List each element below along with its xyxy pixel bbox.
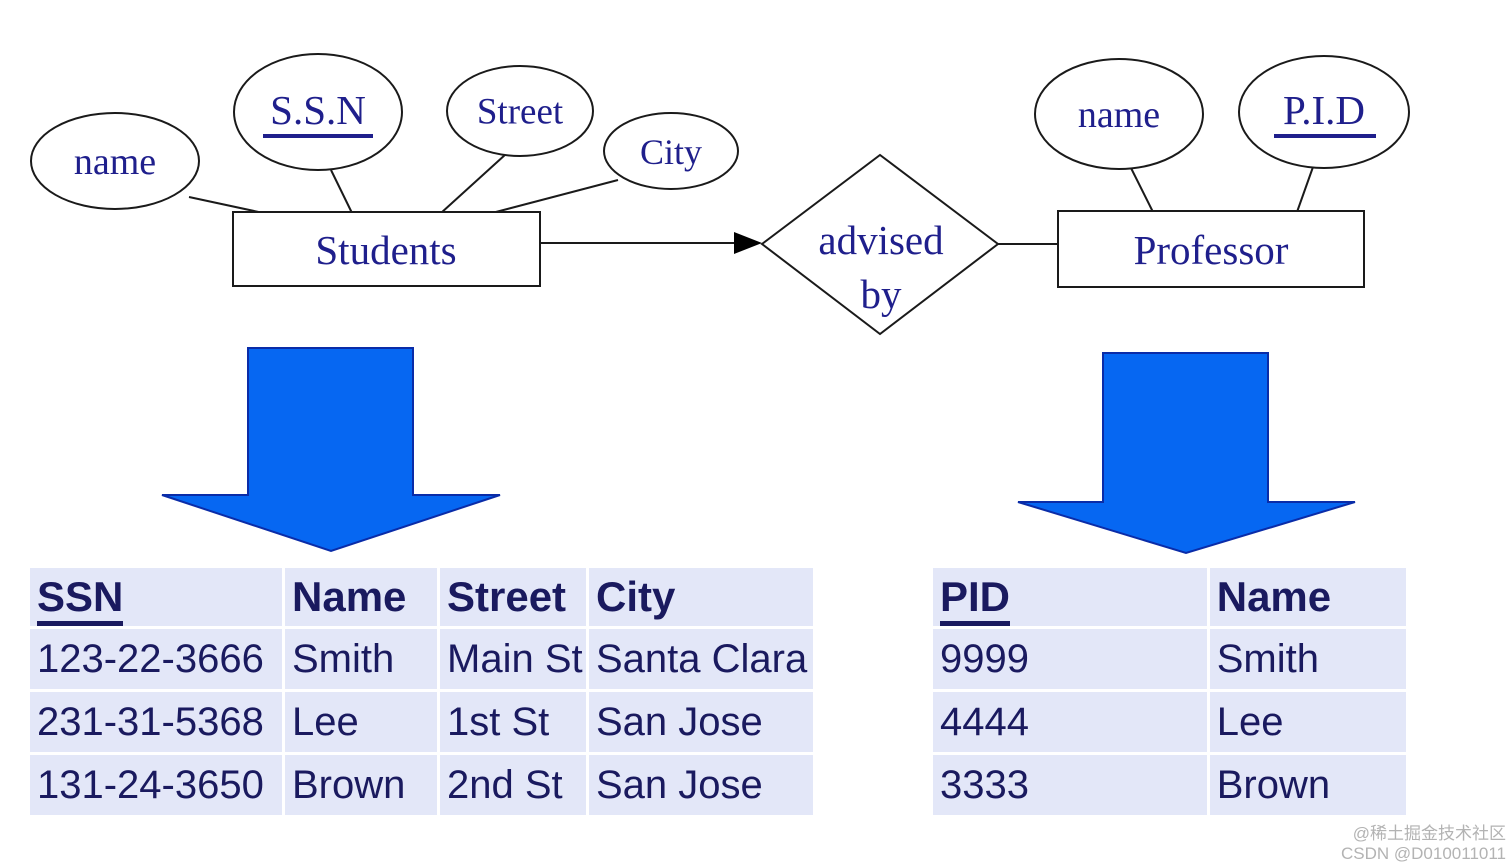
cell-ssn: 123-22-3666 — [30, 629, 282, 689]
cell-ssn: 131-24-3650 — [30, 755, 282, 815]
cell-name: Smith — [1209, 629, 1406, 689]
entity-rect-students — [232, 211, 541, 287]
column-header-name: Name — [1209, 568, 1406, 626]
cell-ssn: 231-31-5368 — [30, 692, 282, 752]
professor-header-row: PID Name — [933, 568, 1406, 626]
cell-city: San Jose — [589, 755, 813, 815]
column-header-name: Name — [285, 568, 437, 626]
students-header-row: SSN Name Street City — [30, 568, 813, 626]
professor-relation-table: PID Name 9999 Smith 4444 Lee 3333 Brown — [930, 565, 1409, 818]
entity-label-professor: Professor — [1134, 227, 1289, 273]
attribute-ellipse-pid — [1238, 55, 1410, 169]
cell-name: Smith — [285, 629, 437, 689]
cell-street: 2nd St — [440, 755, 586, 815]
watermark: @稀土掘金技术社区 CSDN @D010011011 — [1341, 824, 1506, 864]
column-header-street: Street — [440, 568, 586, 626]
relationship-diamond — [760, 153, 1000, 336]
table-row: 4444 Lee — [933, 692, 1406, 752]
attribute-ellipse-street — [446, 65, 594, 157]
table-row: 231-31-5368 Lee 1st St San Jose — [30, 692, 813, 752]
cell-street: Main St — [440, 629, 586, 689]
table-row: 131-24-3650 Brown 2nd St San Jose — [30, 755, 813, 815]
relationship-label-line2: by — [861, 271, 903, 317]
cell-pid: 3333 — [933, 755, 1207, 815]
cell-name: Brown — [285, 755, 437, 815]
students-relation-table: SSN Name Street City 123-22-3666 Smith M… — [27, 565, 816, 818]
attribute-label-name-professor: name — [1078, 94, 1160, 136]
entity-label-students: Students — [315, 227, 456, 273]
cell-street: 1st St — [440, 692, 586, 752]
column-header-city: City — [589, 568, 813, 626]
cell-pid: 9999 — [933, 629, 1207, 689]
table-row: 123-22-3666 Smith Main St Santa Clara — [30, 629, 813, 689]
arrowhead-icon — [734, 232, 762, 254]
entity-rect-professor — [1057, 210, 1365, 288]
attribute-label-name-student: name — [74, 141, 156, 183]
attribute-label-street: Street — [477, 92, 564, 133]
attribute-label-city: City — [640, 132, 702, 172]
cell-city: San Jose — [589, 692, 813, 752]
cell-pid: 4444 — [933, 692, 1207, 752]
table-row: 3333 Brown — [933, 755, 1406, 815]
relationship-label-line1: advised — [818, 217, 943, 263]
connector-city-students — [491, 179, 619, 214]
connector-name-professor — [1130, 167, 1154, 213]
watermark-line2: CSDN @D010011011 — [1341, 843, 1506, 863]
watermark-line1: @稀土掘金技术社区 — [1352, 823, 1506, 843]
down-arrow-icon-right — [1017, 352, 1356, 555]
attribute-ellipse-ssn — [233, 53, 403, 171]
attribute-ellipse-name-student — [30, 112, 200, 210]
table-row: 9999 Smith — [933, 629, 1406, 689]
connector-ssn-students — [330, 169, 353, 214]
cell-name: Lee — [285, 692, 437, 752]
cell-name: Brown — [1209, 755, 1406, 815]
attribute-ellipse-name-professor — [1034, 58, 1204, 170]
down-arrow-icon-left — [161, 347, 501, 553]
connector-pid-professor — [1296, 166, 1314, 213]
attribute-label-ssn: S.S.N — [270, 87, 366, 133]
attribute-ellipse-city — [603, 112, 739, 190]
column-header-ssn: SSN — [30, 568, 282, 626]
attribute-label-pid: P.I.D — [1283, 87, 1365, 133]
connector-street-students — [440, 153, 507, 214]
column-header-pid: PID — [933, 568, 1207, 626]
cell-city: Santa Clara — [589, 629, 813, 689]
cell-name: Lee — [1209, 692, 1406, 752]
er-diagram: name S.S.N Street City Students advised … — [30, 53, 1410, 555]
